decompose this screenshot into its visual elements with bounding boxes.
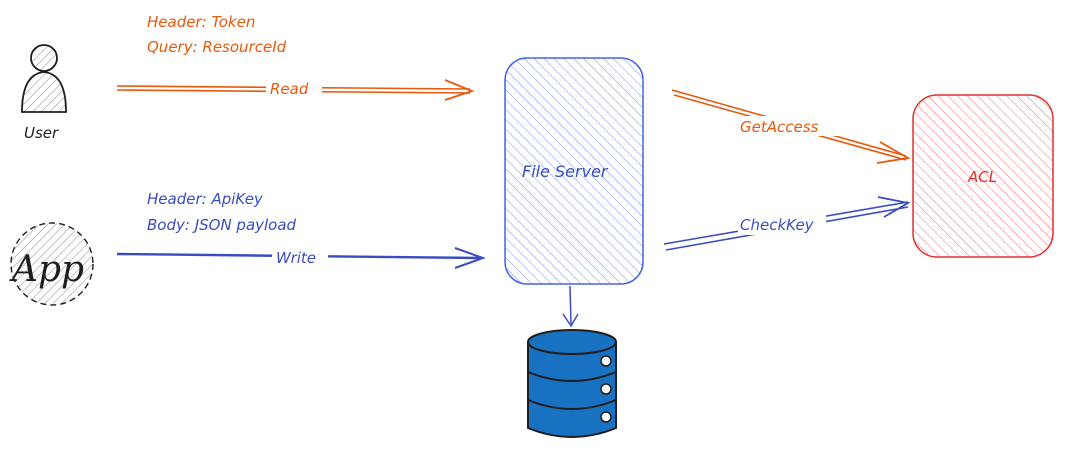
get-access-label: GetAccess (740, 118, 819, 136)
user-header-line-2: Query: ResourceId (147, 38, 287, 56)
file-server-node: File Server (504, 57, 644, 285)
user-icon (21, 44, 67, 113)
acl-node: ACL (912, 94, 1054, 258)
user-label: User (24, 124, 59, 142)
acl-label: ACL (967, 168, 997, 186)
user-header-line-1: Header: Token (147, 13, 255, 31)
server-to-db-arrow (562, 285, 579, 328)
user-actor: User (21, 44, 67, 142)
check-key-label: CheckKey (740, 216, 815, 234)
app-logo-icon: App (9, 222, 94, 306)
app-actor: App (9, 222, 94, 306)
app-header-line-1: Header: ApiKey (147, 190, 264, 208)
app-header-line-2: Body: JSON payload (147, 216, 297, 234)
app-logo-text: App (9, 249, 84, 290)
file-server-label: File Server (522, 162, 609, 181)
database-icon (527, 329, 617, 438)
read-arrow-label: Read (270, 80, 309, 98)
write-arrow-label: Write (276, 249, 316, 267)
